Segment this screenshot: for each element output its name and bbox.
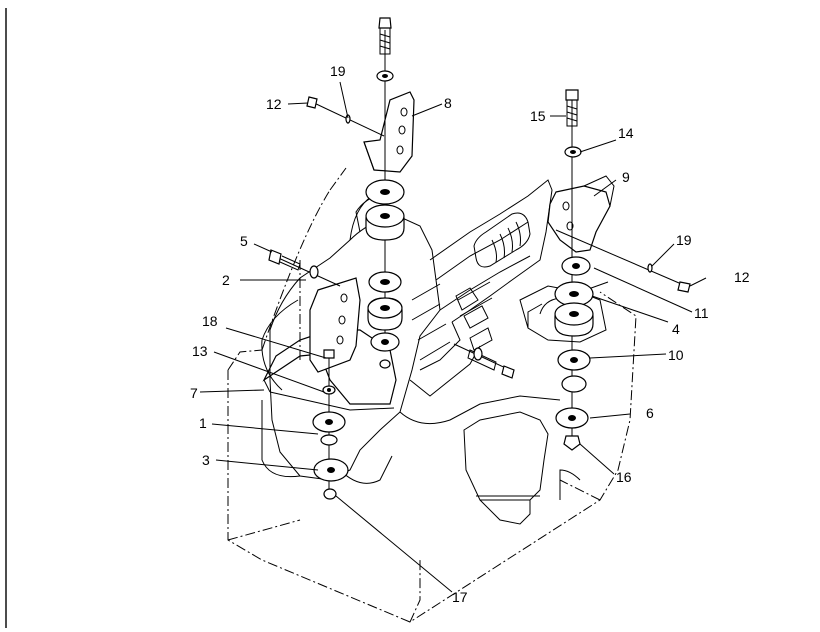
top-bolt-stack	[365, 17, 405, 369]
callout-16: 16	[616, 469, 632, 485]
callout-15: 15	[530, 108, 546, 124]
callout-17: 17	[452, 589, 468, 605]
leader-lines	[199, 81, 707, 593]
horizontal-bolts	[268, 96, 691, 379]
callout-19-right: 19	[676, 232, 692, 248]
actuator-cylinder	[473, 212, 531, 268]
top-bracket	[363, 91, 415, 173]
callout-labels: 1 2 3 4 5 6 7 8 9 10 11 12 12 13 14 15 1…	[190, 63, 750, 605]
callout-10: 10	[668, 347, 684, 363]
callout-12-right: 12	[734, 269, 750, 285]
callout-4: 4	[672, 321, 680, 337]
callout-1: 1	[199, 415, 207, 431]
left-upright-plate	[309, 277, 361, 373]
callout-8: 8	[444, 95, 452, 111]
callout-14: 14	[618, 125, 634, 141]
callout-7: 7	[190, 385, 198, 401]
callout-12-left: 12	[266, 96, 282, 112]
callout-13: 13	[192, 343, 208, 359]
callout-9: 9	[622, 169, 630, 185]
callout-2: 2	[222, 272, 230, 288]
right-bolt-stack	[554, 89, 594, 451]
right-bracket	[547, 175, 615, 253]
frame-outline	[227, 167, 637, 623]
callout-5: 5	[240, 233, 248, 249]
left-bolt-stack	[312, 349, 349, 500]
callout-19-top: 19	[330, 63, 346, 79]
callout-18: 18	[202, 313, 218, 329]
callout-6: 6	[646, 405, 654, 421]
callout-11: 11	[694, 305, 709, 321]
callout-3: 3	[202, 452, 210, 468]
